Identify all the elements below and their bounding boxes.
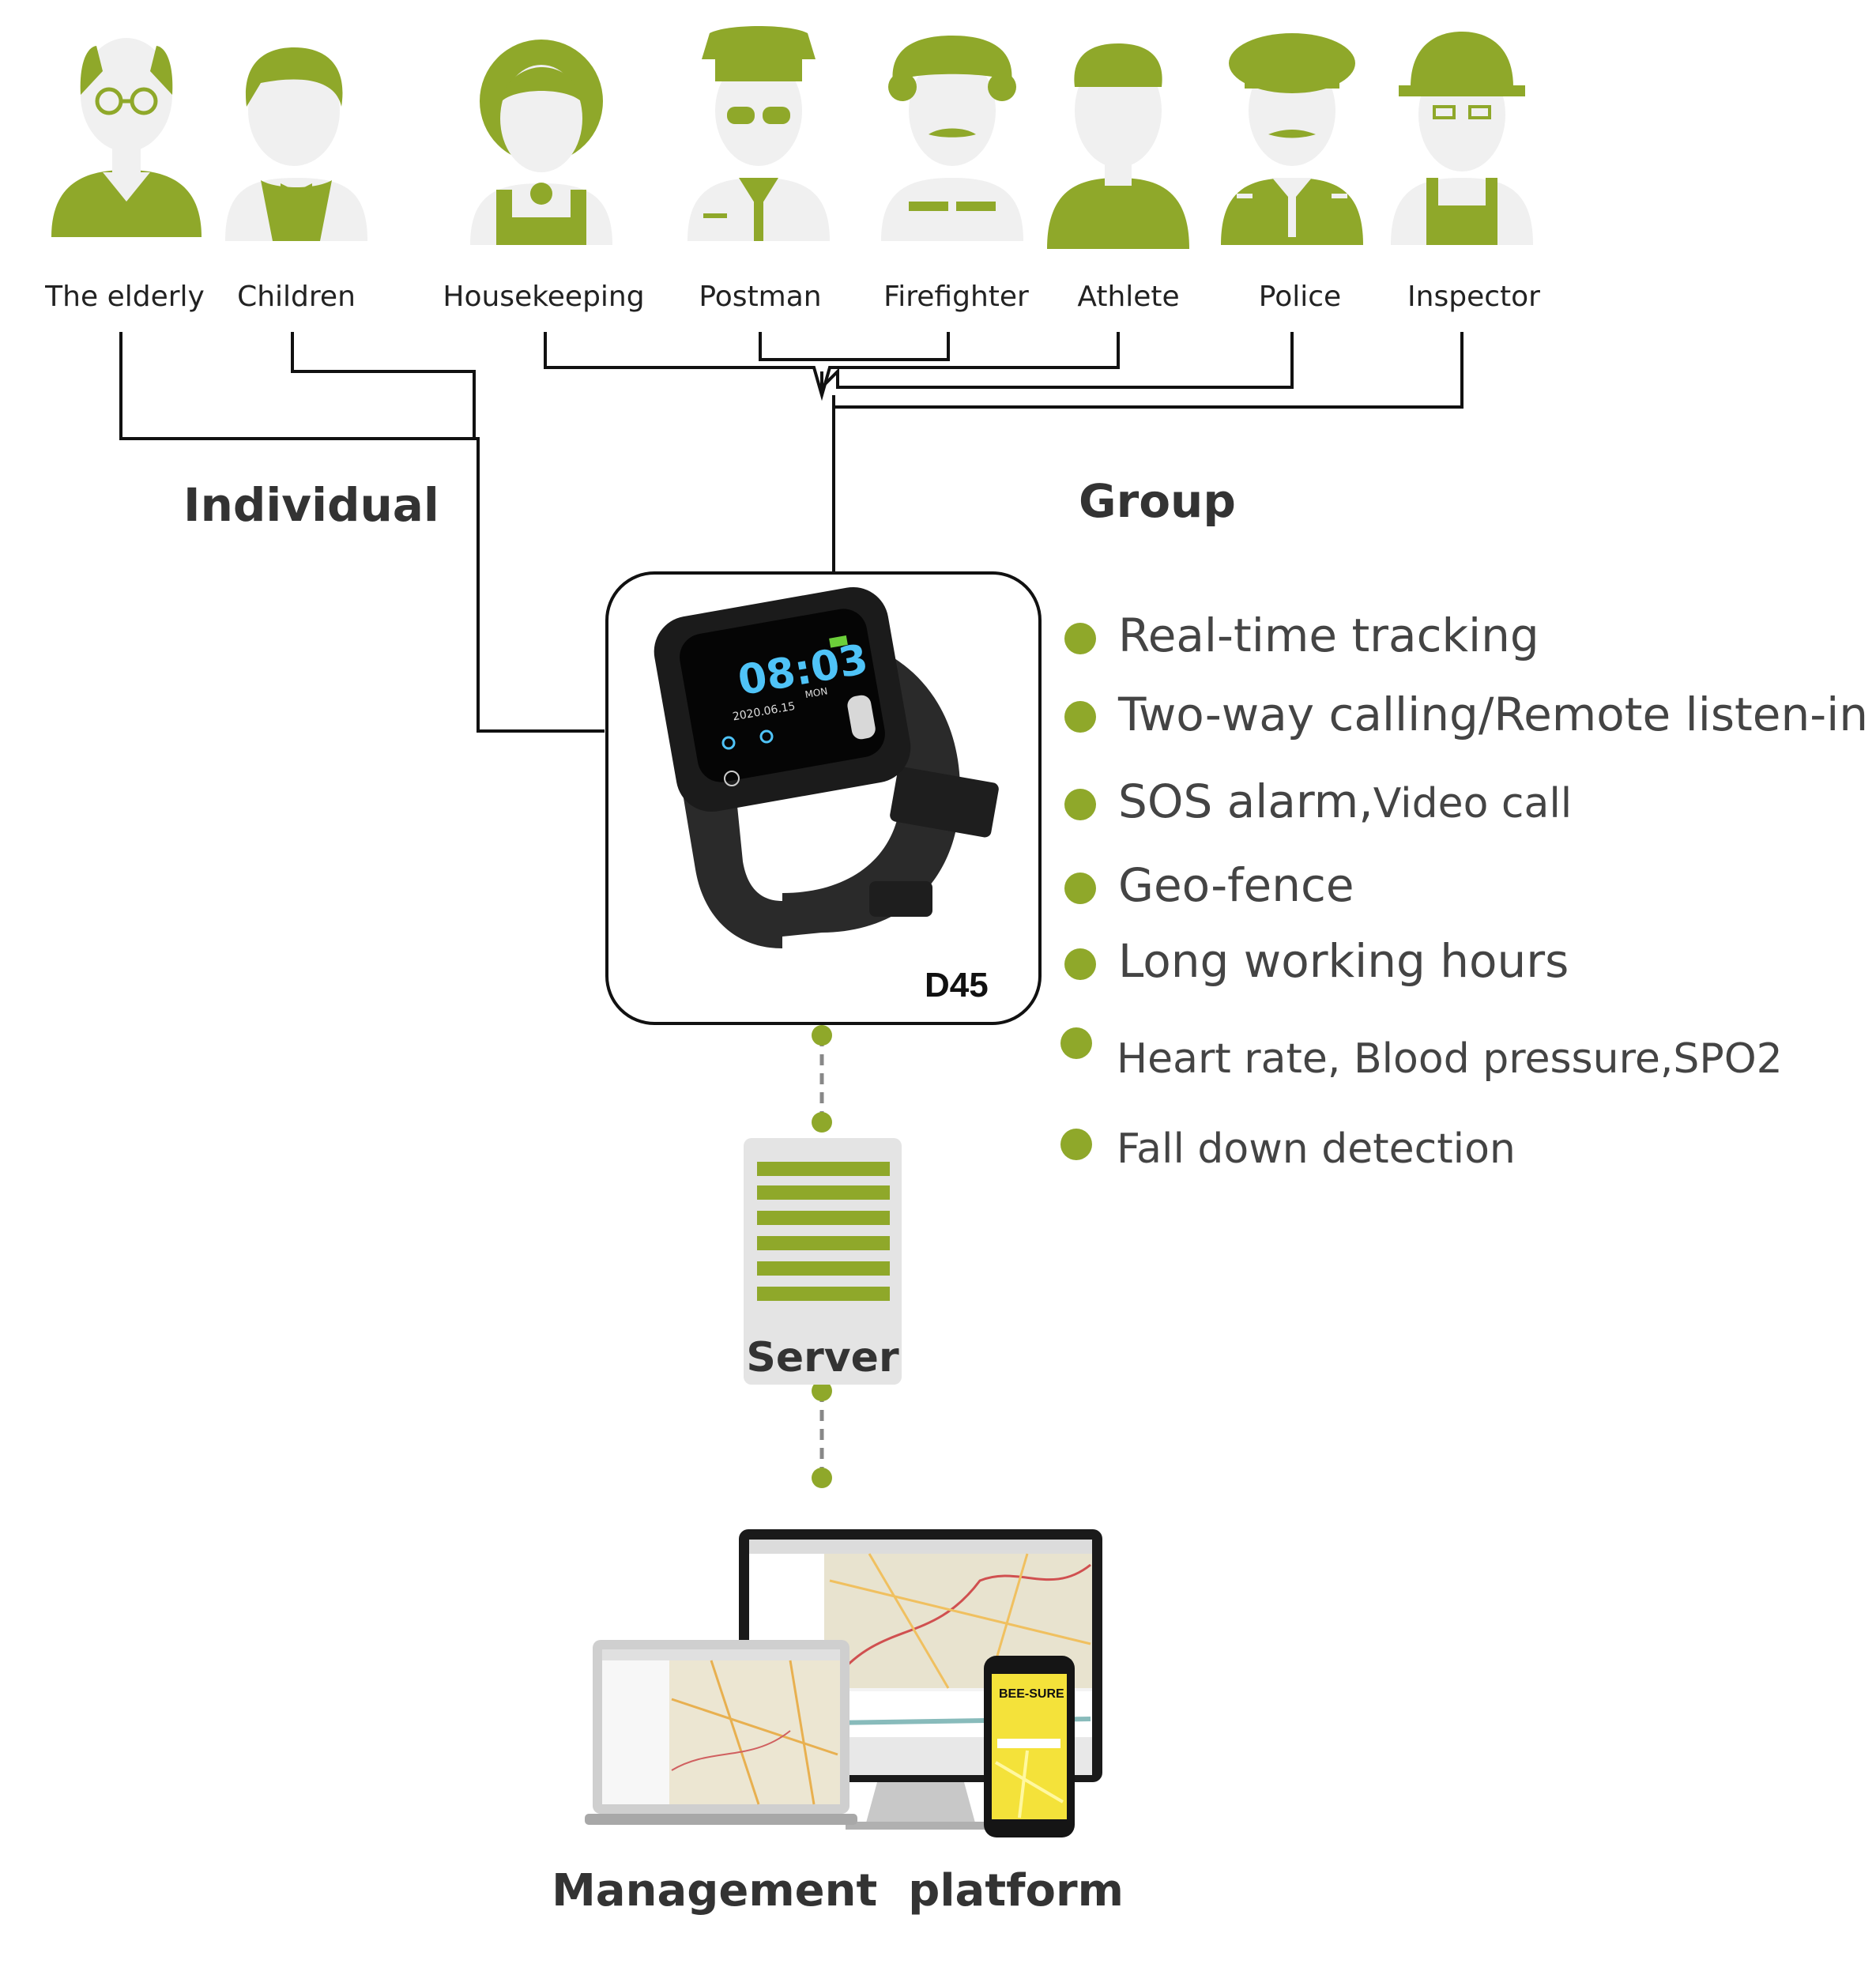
person-label-police: Police xyxy=(1258,281,1342,313)
feature-bullet xyxy=(1060,1027,1092,1059)
feature-health-metrics: Heart rate, Blood pressure,SPO2 xyxy=(1117,1035,1783,1083)
app-brand: BEE-SURE xyxy=(999,1687,1064,1701)
group-label: Group xyxy=(1079,474,1236,528)
child-icon xyxy=(225,47,367,241)
feature-sos-alarm-text: SOS alarm, xyxy=(1118,775,1373,828)
connector-lines xyxy=(119,332,1464,733)
feature-bullet xyxy=(1064,948,1096,980)
firefighter-icon xyxy=(881,36,1023,241)
postman-icon xyxy=(687,26,830,241)
person-label-athlete: Athlete xyxy=(1077,281,1180,313)
person-label-elderly: The elderly xyxy=(45,281,205,313)
individual-label: Individual xyxy=(183,478,439,532)
person-label-children: Children xyxy=(237,281,356,313)
feature-long-working-hours: Long working hours xyxy=(1118,934,1569,988)
person-label-postman: Postman xyxy=(699,281,822,313)
server-icon xyxy=(744,1138,902,1385)
person-label-firefighter: Firefighter xyxy=(883,281,1029,313)
elderly-person-icon xyxy=(51,38,202,237)
person-label-housekeeping: Housekeeping xyxy=(443,281,645,313)
feature-video-call-text: Video call xyxy=(1373,780,1573,827)
server-label: Server xyxy=(746,1334,899,1381)
feature-bullet xyxy=(1064,623,1096,654)
feature-bullets xyxy=(1060,623,1096,1160)
feature-bullet xyxy=(1064,789,1096,820)
feature-real-time-tracking: Real-time tracking xyxy=(1118,609,1539,662)
feature-bullet xyxy=(1064,701,1096,733)
smartphone-icon: BEE-SURE xyxy=(984,1656,1075,1837)
feature-bullet xyxy=(1060,1129,1092,1160)
watch-screen-day: MON xyxy=(804,685,829,700)
athlete-icon xyxy=(1047,43,1189,249)
device-box: 08:03 2020.06.15 MON xyxy=(605,571,1042,1025)
feature-geo-fence: Geo-fence xyxy=(1118,858,1354,912)
inspector-icon xyxy=(1391,32,1533,245)
feature-bullet xyxy=(1064,873,1096,904)
person-label-inspector: Inspector xyxy=(1407,281,1540,313)
feature-fall-detection: Fall down detection xyxy=(1117,1125,1516,1173)
device-model-label: D45 xyxy=(925,966,989,1004)
laptop-icon xyxy=(585,1640,857,1825)
feature-two-way-calling: Two-way calling/Remote listen-in xyxy=(1118,688,1869,741)
feature-sos-alarm: SOS alarm,Video call xyxy=(1118,775,1572,828)
housekeeper-icon xyxy=(470,40,612,245)
management-platform-label: Management platform xyxy=(552,1865,1124,1917)
dotted-connectors xyxy=(812,1025,832,1488)
police-icon xyxy=(1221,33,1363,245)
